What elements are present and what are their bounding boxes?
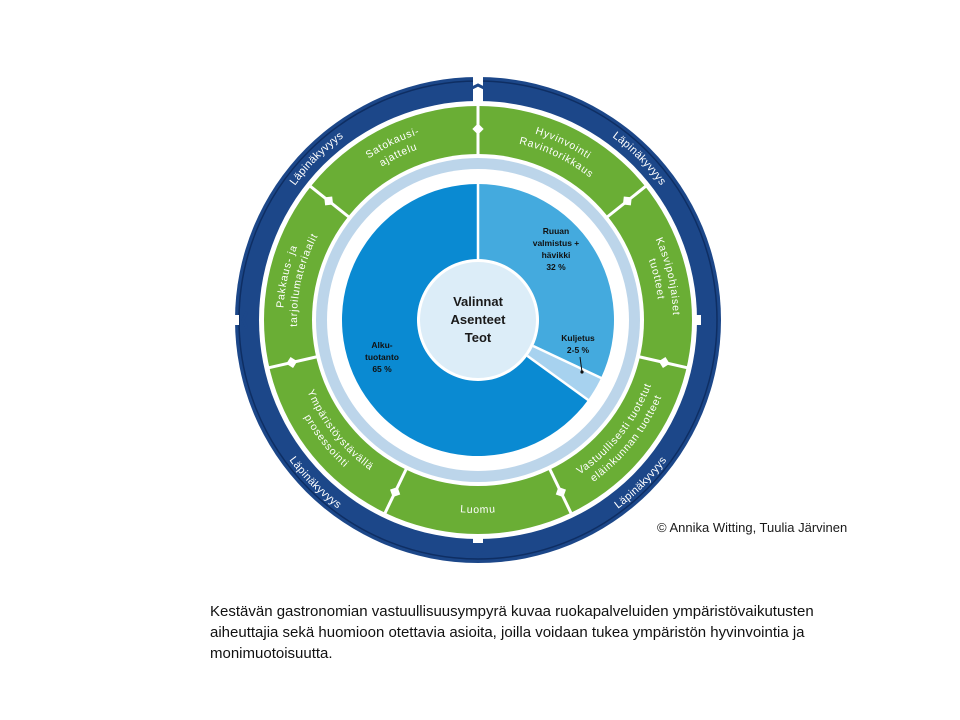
center-circle (420, 262, 536, 378)
transport-pointer (579, 356, 583, 373)
caption-text: Kestävän gastronomian vastuullisuusympyr… (210, 603, 814, 662)
center-label: Asenteet (451, 312, 507, 327)
chevron-icon (469, 549, 487, 557)
donut-label-primary-production: tuotanto (365, 352, 399, 362)
donut-label-transport: Kuljetus (561, 333, 595, 343)
ring-gap-4 (229, 315, 239, 325)
ring-gap-3 (473, 533, 483, 543)
diamond-icon (555, 486, 566, 498)
chevron-icon (707, 311, 715, 329)
pointer-dot (580, 370, 584, 374)
donut-label-primary-production: Alku- (371, 340, 392, 350)
segment-label: Luomu (460, 503, 496, 516)
diamond-icon (622, 196, 632, 206)
donut-slice-preparation (478, 184, 614, 378)
center-label: Valinnat (453, 294, 504, 309)
diamond-icon (658, 356, 670, 369)
donut-label-preparation: valmistus + (533, 238, 580, 248)
copyright-text: © Annika Witting, Tuulia Järvinen (657, 520, 848, 535)
chevron-icon (241, 311, 249, 329)
diamond-icon (390, 486, 401, 498)
donut-slice-primary-production (341, 184, 589, 456)
donut-divider (532, 344, 603, 380)
donut-divider (526, 354, 590, 402)
donut-label-preparation: 32 % (546, 262, 566, 272)
donut-label-transport: 2-5 % (567, 345, 590, 355)
center-label: Teot (465, 330, 492, 345)
donut-slice-transport (527, 345, 602, 400)
donut-label-primary-production: 65 % (372, 364, 392, 374)
donut-label-preparation: hävikki (542, 250, 571, 260)
chevron-icon (469, 83, 487, 91)
diamond-icon (286, 356, 298, 369)
diamond-icon (324, 196, 334, 206)
ring-gap-2 (691, 315, 701, 325)
donut-label-preparation: Ruuan (543, 226, 569, 236)
impact-donut (341, 183, 614, 456)
ring-gap-1 (473, 76, 483, 102)
